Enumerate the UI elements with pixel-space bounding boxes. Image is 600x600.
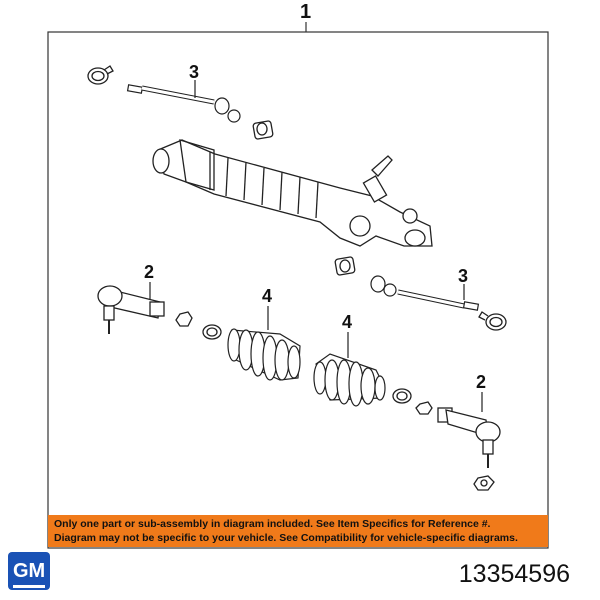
callout-1: 1: [300, 1, 311, 23]
outer-tie-rod-left-part: [97, 285, 165, 334]
callout-2-left: 2: [144, 262, 154, 282]
inner-tie-rod-upper-part: [126, 84, 241, 123]
callout-2-right: 2: [476, 372, 486, 392]
gm-logo-text: GM: [13, 557, 45, 588]
left-nut-part: [175, 311, 193, 327]
rack-housing-part: [152, 139, 433, 247]
right-bushing-part: [334, 256, 356, 276]
right-nut-part: [415, 401, 433, 415]
boot-right-part: [313, 353, 386, 407]
upper-bushing-part: [252, 120, 274, 140]
disclaimer-line-1: Only one part or sub-assembly in diagram…: [54, 518, 491, 530]
disclaimer-banner: Only one part or sub-assembly in diagram…: [48, 515, 548, 547]
callout-4-right: 4: [342, 312, 352, 332]
callout-4-left: 4: [262, 286, 272, 306]
callout-3-upper: 3: [189, 62, 199, 82]
outer-tie-rod-right-part: [437, 407, 501, 468]
right-clamp-part: [478, 311, 507, 331]
gm-logo: GM: [8, 552, 50, 590]
right-small-clamp-part: [392, 388, 412, 404]
left-small-clamp-part: [202, 324, 222, 340]
inner-tie-rod-right-part: [370, 275, 480, 311]
diagram-frame: [47, 31, 549, 549]
upper-clamp-part: [87, 65, 114, 85]
disclaimer-line-2: Diagram may not be specific to your vehi…: [54, 532, 518, 544]
part-number: 13354596: [458, 560, 570, 588]
callout-3-right: 3: [458, 266, 468, 286]
boot-left-part: [227, 328, 301, 381]
bottom-nut-part: [473, 475, 495, 491]
